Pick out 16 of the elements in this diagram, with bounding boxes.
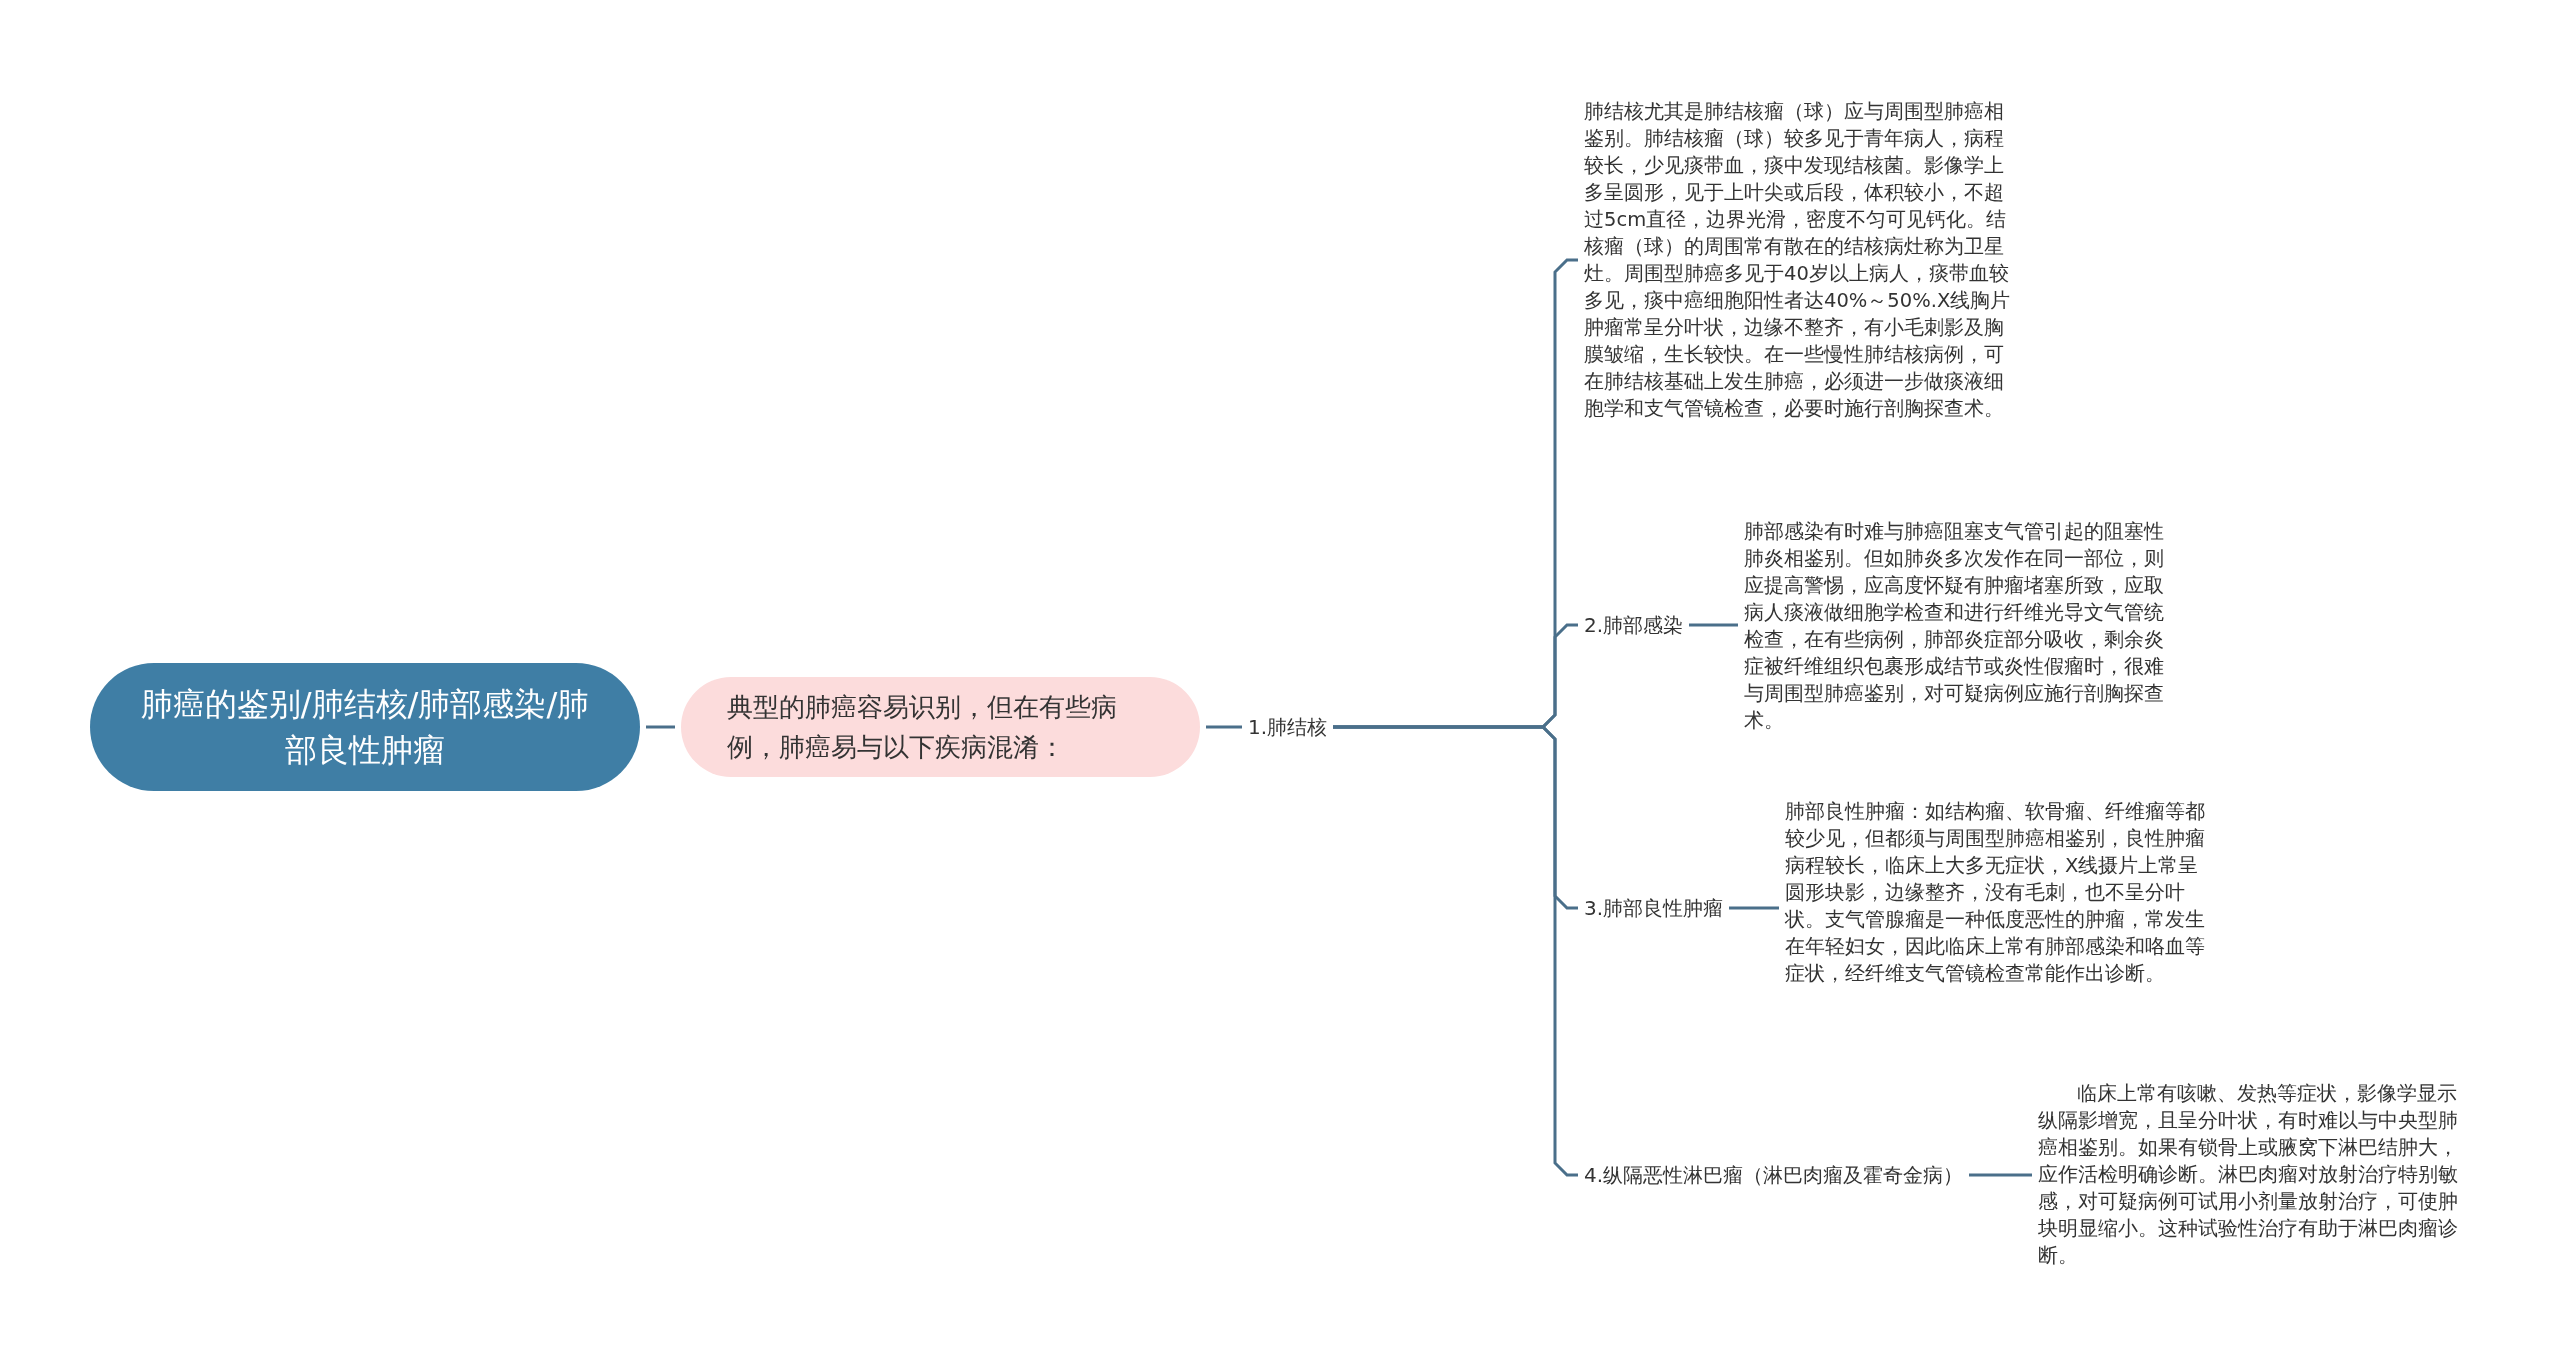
- branch-label: 3.肺部良性肿瘤: [1584, 895, 1724, 921]
- detail-text: 肺结核尤其是肺结核瘤（球）应与周围型肺癌相鉴别。肺结核瘤（球）较多见于青年病人，病程较长，少见痰带血，痰中发现结核菌。影像学上多呈圆形，见于上叶尖或后段，体积较小，不超过5cm直径，边界光滑，密度不匀可见钙化。结核瘤（球）的周围常有散在的结核病灶称为卫星灶。周围型肺癌多见于40岁以上病人，痰带血较多见，痰中癌细胞阳性者达40%～50%.X线胸片肿瘤常呈分叶状，边缘不整齐，有小毛刺影及胸膜皱缩，生长较快。在一些慢性肺结核病例，可在肺结核基础上发生肺癌，必须进一步做痰液细胞学和支气管镜检查，必要时施行剖胸探查术。: [1584, 98, 2016, 422]
- connector-line: [1206, 725, 1242, 729]
- connector-line: [646, 725, 675, 729]
- branch-label: 2.肺部感染: [1584, 612, 1684, 638]
- detail-text: 肺部良性肿瘤：如结构瘤、软骨瘤、纤维瘤等都较少见，但都须与周围型肺癌相鉴别，良性肿瘤病程较长，临床上大多无症状，X线摄片上常呈圆形块影，边缘整齐，没有毛刺，也不呈分叶状。支气管腺瘤是一种低度恶性的肿瘤，常发生在年轻妇女，因此临床上常有肺部感染和咯血等症状，经纤维支气管镜检查常能作出诊断。: [1785, 798, 2217, 987]
- root-topic-pill: 肺癌的鉴别/肺结核/肺部感染/肺部良性肿瘤: [90, 663, 640, 791]
- connector-line: [1729, 906, 1779, 910]
- detail-text: 临床上常有咳嗽、发热等症状，影像学显示纵隔影增宽，且呈分叶状，有时难以与中央型肺癌相鉴别。如果有锁骨上或腋窝下淋巴结肿大，应作活检明确诊断。淋巴肉瘤对放射治疗特别敏感，对可疑病例可试用小剂量放射治疗，可使肿块明显缩小。这种试验性治疗有助于淋巴肉瘤诊断。: [2038, 1080, 2470, 1269]
- branch-label: 4.纵隔恶性淋巴瘤（淋巴肉瘤及霍奇金病）: [1584, 1162, 1964, 1188]
- connector-line: [1969, 1173, 2032, 1177]
- branch-label: 1.肺结核: [1248, 714, 1328, 740]
- subtopic-pill: 典型的肺癌容易识别，但在有些病例，肺癌易与以下疾病混淆：: [681, 677, 1200, 777]
- connector-line: [1689, 623, 1738, 627]
- connector-line: [1333, 725, 1578, 1177]
- detail-text: 肺部感染有时难与肺癌阻塞支气管引起的阻塞性肺炎相鉴别。但如肺炎多次发作在同一部位，则应提高警惕，应高度怀疑有肿瘤堵塞所致，应取病人痰液做细胞学检查和进行纤维光导文气管统检查，在有些病例，肺部炎症部分吸收，剩余炎症被纤维组织包裹形成结节或炎性假瘤时，很难与周围型肺癌鉴别，对可疑病例应施行剖胸探查术。: [1744, 518, 2176, 734]
